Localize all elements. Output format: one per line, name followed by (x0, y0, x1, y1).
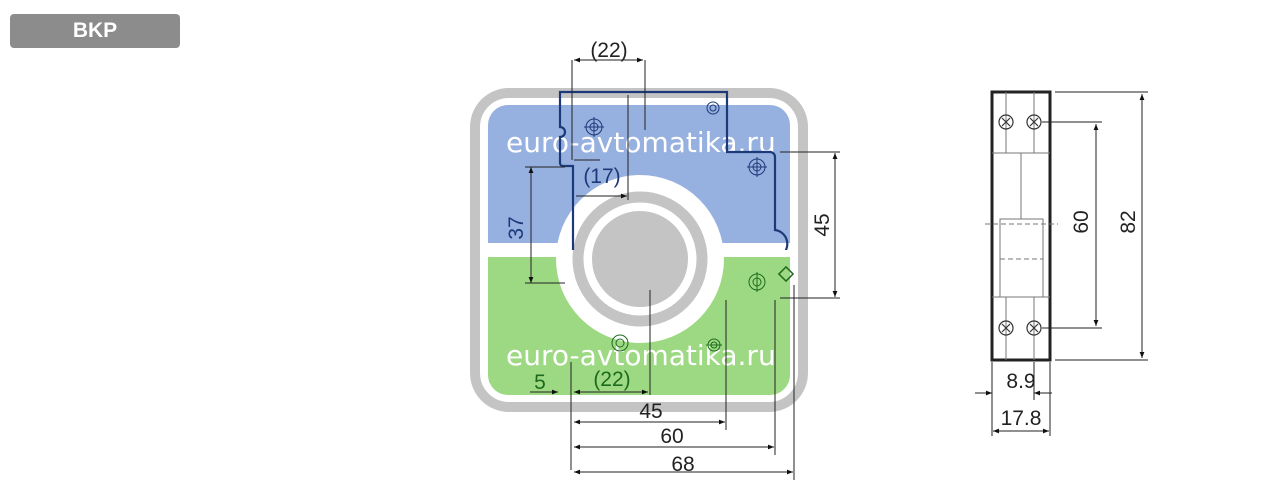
dim-5: 5 (534, 371, 546, 394)
dim-45-right: 45 (811, 213, 834, 236)
part-outline (558, 90, 795, 358)
watermark-logo: euro-avtomatika.ru euro-avtomatika.ru (470, 88, 808, 412)
dim-60: 60 (660, 425, 683, 448)
dim-45-bottom: 45 (639, 400, 662, 423)
product-badge: BKP (10, 14, 180, 48)
side-dim-60: 60 (1070, 210, 1093, 233)
dim-top-22: (22) (590, 39, 627, 62)
dim-37: 37 (505, 216, 528, 239)
side-dim-8-9: 8.9 (1006, 370, 1035, 393)
side-view-module (975, 90, 1148, 436)
dim-68: 68 (671, 453, 694, 476)
badge-label: BKP (72, 19, 118, 42)
terminal-screws (998, 114, 1042, 336)
side-dim-17-8: 17.8 (1001, 407, 1042, 430)
dim-17: (17) (583, 165, 620, 188)
side-dim-82: 82 (1117, 210, 1140, 233)
watermark-text-top: euro-avtomatika.ru (506, 126, 776, 159)
mounting-holes (584, 101, 767, 352)
watermark-text-bottom: euro-avtomatika.ru (506, 339, 776, 372)
front-dimensions (525, 57, 840, 480)
dim-bottom-22: (22) (593, 368, 630, 391)
